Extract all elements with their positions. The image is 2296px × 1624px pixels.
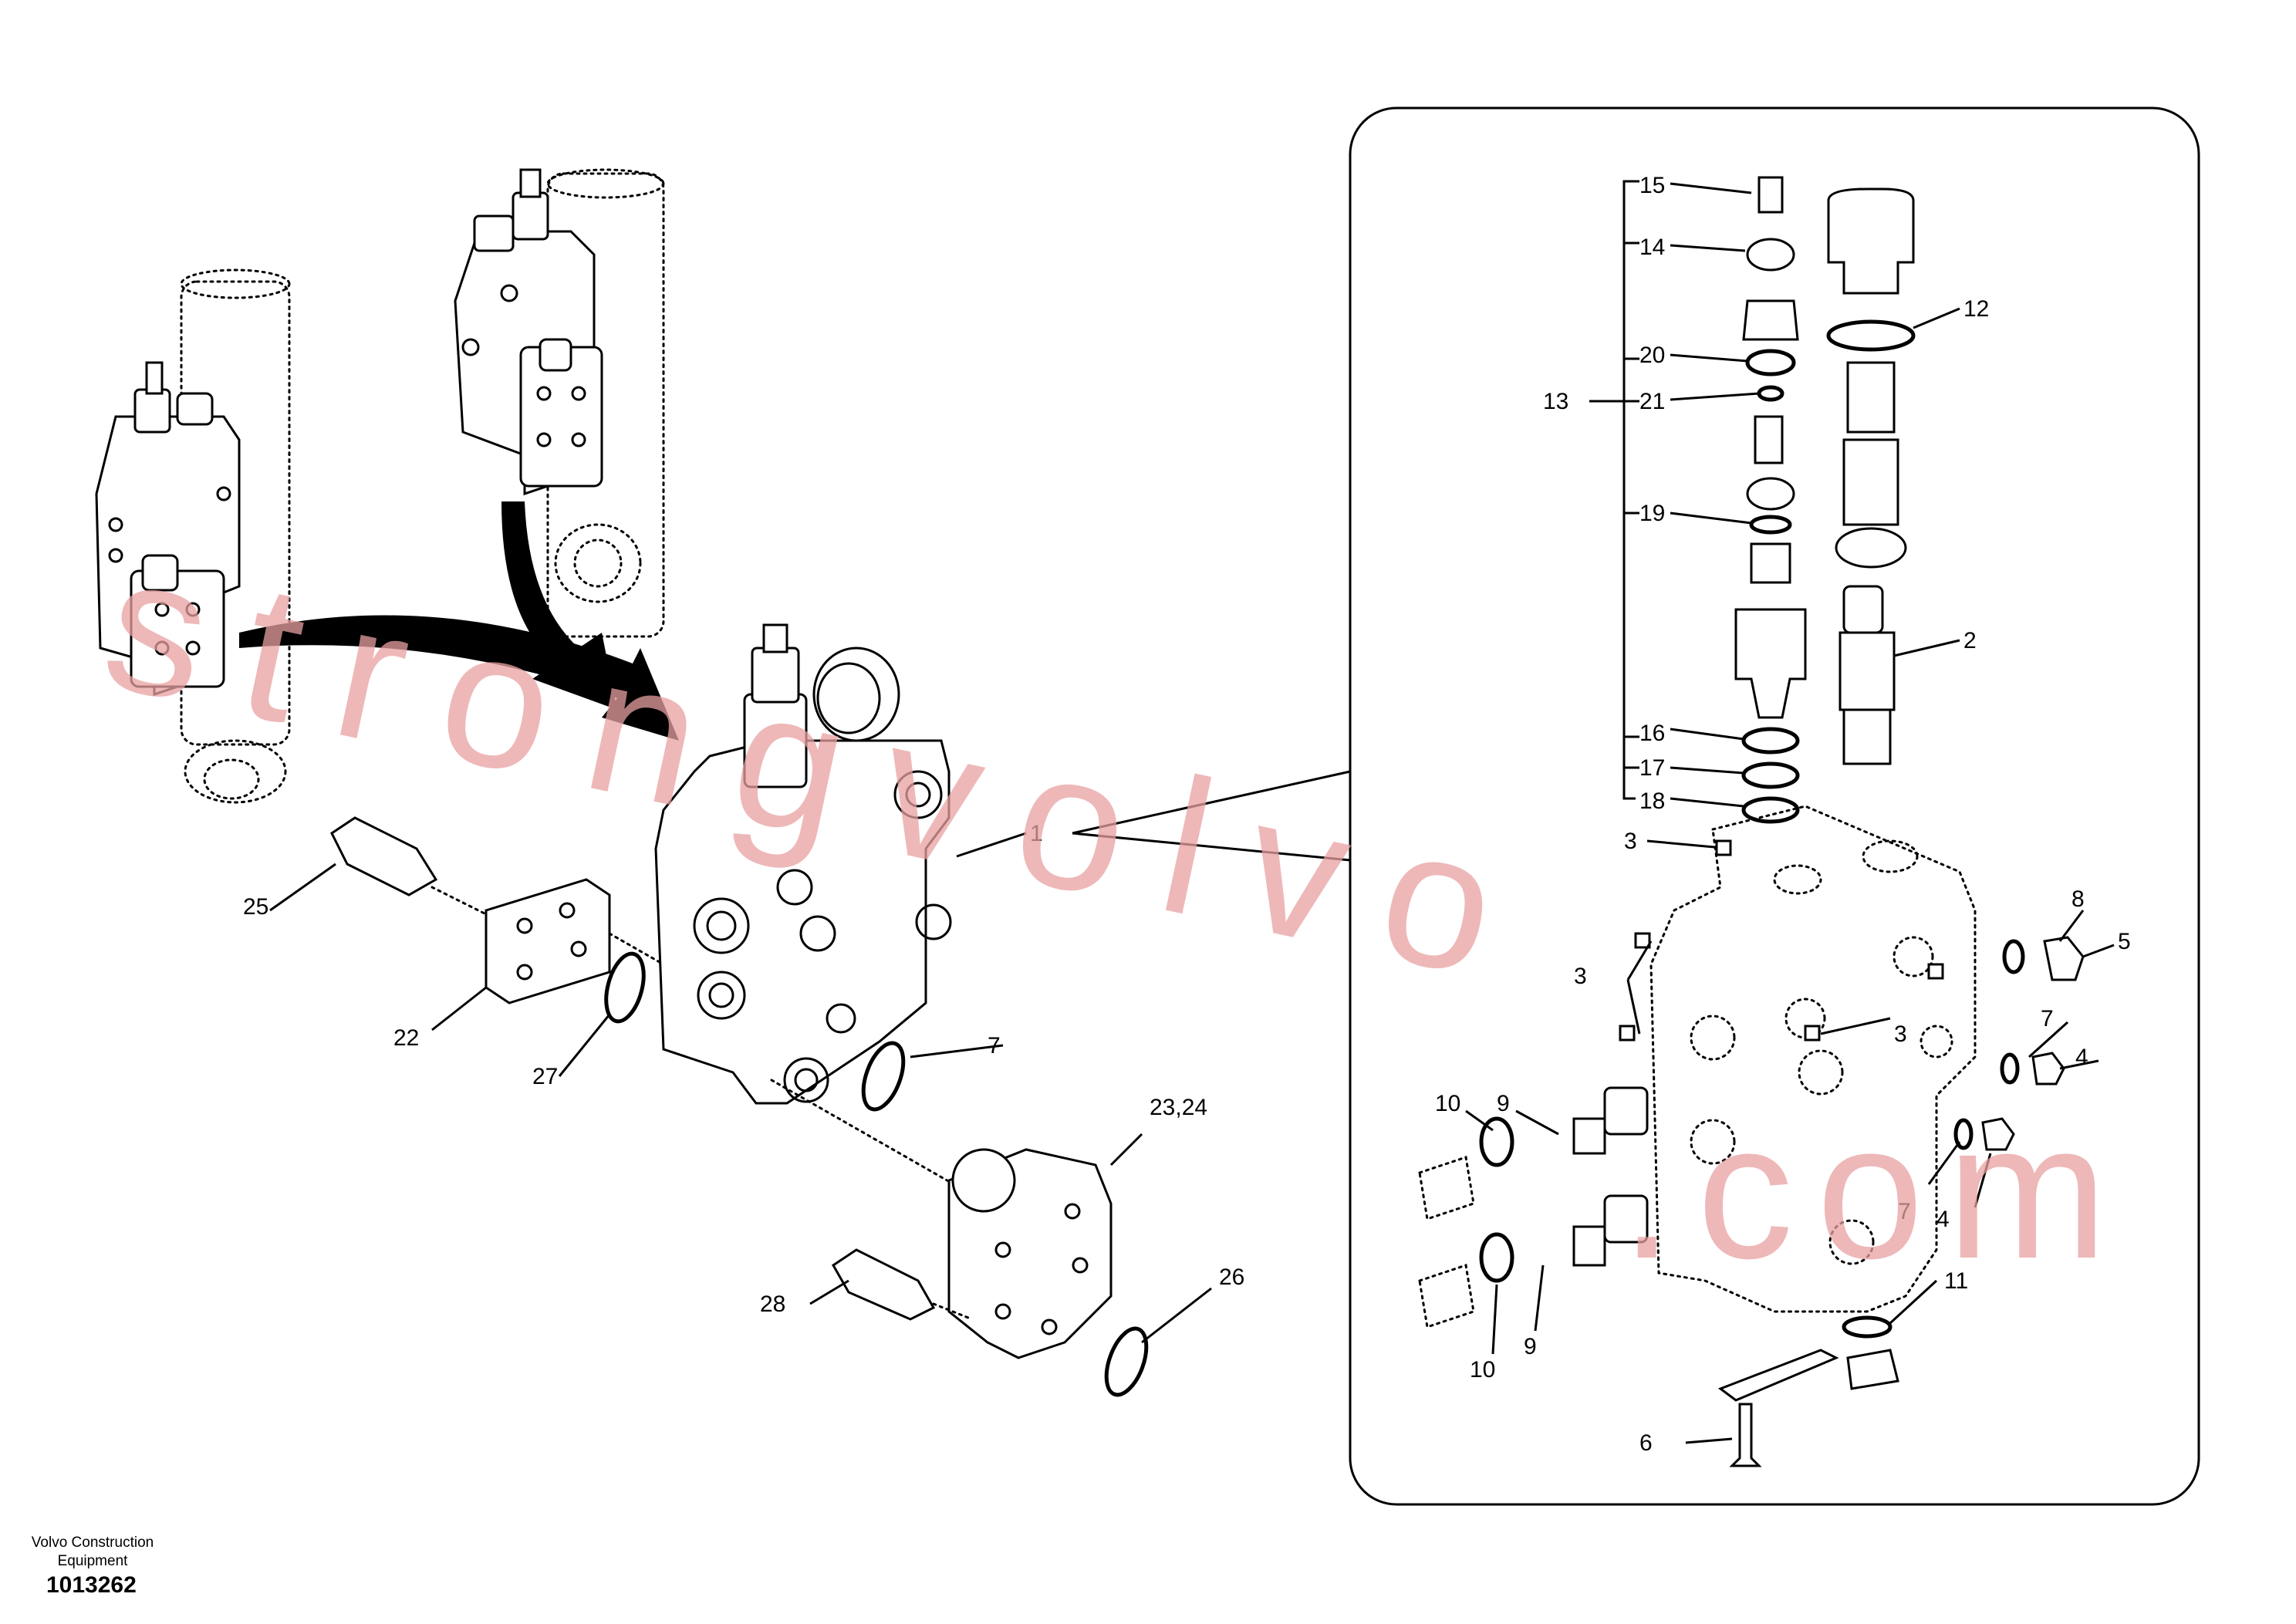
callout-9b: 9 [1524, 1334, 1537, 1359]
callout-labels: 1 2 3 3 3 4 4 5 6 7 7 7 8 9 9 10 10 11 1… [243, 173, 2131, 1456]
left-cylinder-assembly [95, 268, 291, 804]
assembly-arrows [239, 501, 679, 741]
callout-26: 26 [1219, 1264, 1244, 1290]
callout-14: 14 [1639, 235, 1665, 260]
detail-valve-body [1418, 805, 2085, 1467]
main-valve-block [654, 623, 952, 1105]
callout-3c: 3 [1894, 1021, 1907, 1047]
callout-2: 2 [1963, 628, 1977, 653]
company-name: Volvo Construction Equipment [15, 1534, 170, 1571]
callout-19: 19 [1639, 501, 1665, 526]
callout-7a: 7 [2041, 1006, 2054, 1031]
callout-3a: 3 [1624, 829, 1637, 854]
callout-12: 12 [1963, 296, 1989, 322]
callout-21: 21 [1639, 389, 1665, 414]
leader-lines [269, 180, 2115, 1444]
right-cover-parts [832, 1041, 1149, 1397]
company-line-1: Volvo Construction [31, 1535, 154, 1551]
left-cover-parts [330, 816, 989, 1205]
callout-18: 18 [1639, 788, 1665, 814]
company-line-2: Equipment [57, 1553, 128, 1569]
callout-4a: 4 [2075, 1045, 2088, 1070]
callout-7b: 7 [1898, 1199, 1911, 1224]
callout-23-24: 23,24 [1150, 1095, 1207, 1120]
callout-15: 15 [1639, 173, 1665, 198]
callout-16: 16 [1639, 721, 1665, 746]
callout-11: 11 [1944, 1268, 1968, 1294]
drawing-number: 1013262 [46, 1572, 137, 1598]
callout-13: 13 [1543, 389, 1568, 414]
right-spool-stack [1826, 187, 1916, 765]
callout-3b: 3 [1574, 964, 1587, 989]
callout-9a: 9 [1497, 1091, 1510, 1116]
callout-4b: 4 [1936, 1207, 1950, 1232]
callout-28: 28 [760, 1291, 785, 1317]
callout-7c: 7 [988, 1033, 1001, 1058]
callout-20: 20 [1639, 343, 1665, 368]
callout-10a: 10 [1435, 1091, 1460, 1116]
callout-6: 6 [1639, 1430, 1653, 1456]
callout-10b: 10 [1470, 1357, 1495, 1383]
left-spool-stack [1734, 176, 1807, 824]
detail-frame [1072, 106, 2200, 1506]
callout-25: 25 [243, 894, 268, 920]
callout-1: 1 [1030, 821, 1043, 846]
callout-22: 22 [393, 1025, 419, 1051]
right-cylinder-assembly [454, 168, 665, 638]
callout-8: 8 [2071, 886, 2085, 912]
callout-27: 27 [532, 1064, 558, 1089]
callout-5: 5 [2118, 929, 2131, 954]
callout-17: 17 [1639, 755, 1665, 781]
